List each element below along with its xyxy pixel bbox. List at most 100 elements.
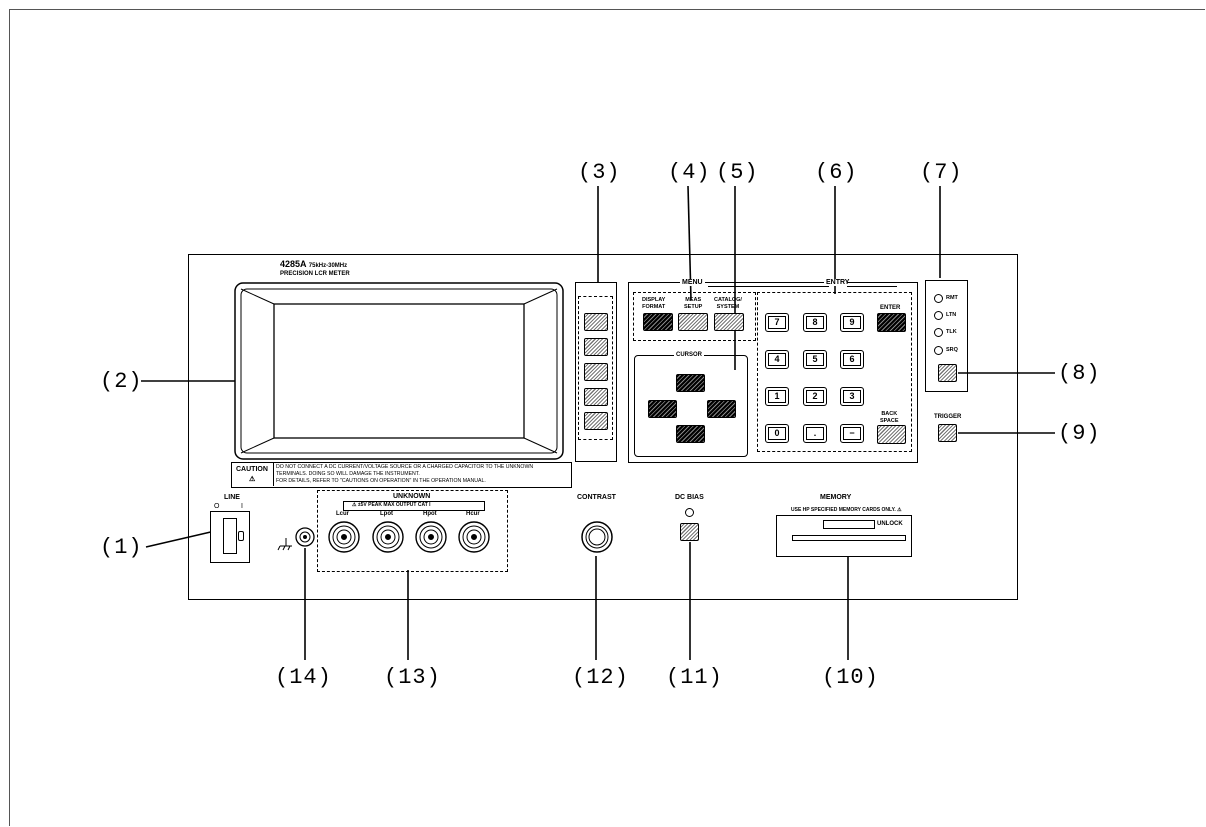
catalog-system-line-1: CATALOG/: [714, 297, 742, 303]
memory-card-slot[interactable]: [776, 515, 912, 557]
key-decimal[interactable]: .: [803, 424, 827, 443]
contrast-knob[interactable]: [580, 519, 614, 557]
display-format-line-2: FORMAT: [642, 304, 666, 310]
cursor-left-button[interactable]: [648, 400, 677, 418]
caution-line-2: TERMINALS. DOING SO WILL DAMAGE THE INST…: [276, 471, 420, 477]
caution-title: CAUTION: [236, 466, 268, 473]
callout-11: (11): [666, 665, 723, 690]
dc-bias-led: [685, 508, 694, 517]
frequency-range: 75kHz-30MHz: [308, 263, 348, 269]
key-0[interactable]: 0: [765, 424, 789, 443]
key-9[interactable]: 9: [840, 313, 864, 332]
ground-symbol-icon: [277, 538, 292, 551]
unknown-terminals-group: [317, 490, 508, 572]
memory-label: MEMORY: [820, 494, 852, 501]
leader-line-1: [145, 530, 216, 548]
key-5[interactable]: 5: [803, 350, 827, 369]
rmt-label: RMT: [946, 295, 958, 301]
back-space-button[interactable]: [877, 425, 906, 444]
front-panel: [188, 254, 1018, 600]
cursor-right-button[interactable]: [707, 400, 736, 418]
status-panel: [925, 280, 968, 392]
key-8[interactable]: 8: [803, 313, 827, 332]
line-power-switch[interactable]: [210, 511, 250, 563]
callout-8: (8): [1058, 361, 1101, 386]
key-3[interactable]: 3: [840, 387, 864, 406]
softkey-5[interactable]: [584, 412, 608, 430]
model-number: 4285A: [280, 259, 307, 269]
tlk-led: [934, 328, 943, 337]
trigger-label: TRIGGER: [934, 414, 962, 420]
callout-9: (9): [1058, 421, 1101, 446]
key-6[interactable]: 6: [840, 350, 864, 369]
callout-5: (5): [716, 160, 759, 185]
bnc-hpot[interactable]: [415, 521, 447, 553]
warning-icon: ⚠: [352, 502, 358, 508]
softkey-2[interactable]: [584, 338, 608, 356]
dc-bias-button[interactable]: [680, 523, 699, 541]
catalog-system-button[interactable]: [714, 313, 744, 331]
softkey-panel: [575, 282, 617, 462]
menu-entry-bracket: [708, 282, 829, 287]
ltn-label: LTN: [946, 312, 957, 318]
callout-13: (13): [384, 665, 441, 690]
menu-label: MENU: [680, 279, 705, 286]
bnc-lpot[interactable]: [372, 521, 404, 553]
display-format-button[interactable]: [643, 313, 673, 331]
entry-group: [757, 292, 912, 452]
meas-setup-label: MEAS SETUP: [684, 297, 702, 311]
enter-label: ENTER: [880, 305, 901, 311]
lcd-display: [234, 282, 564, 460]
ground-terminal[interactable]: [276, 524, 326, 554]
menu-group: [633, 292, 756, 341]
unknown-note-text: ±5V PEAK MAX OUTPUT CAT I: [357, 502, 431, 508]
terminal-label-lpot: Lpot: [380, 511, 393, 517]
caution-line-1: DO NOT CONNECT A DC CURRENT/VOLTAGE SOUR…: [276, 464, 534, 470]
back-space-line-2: SPACE: [880, 418, 899, 424]
key-1[interactable]: 1: [765, 387, 789, 406]
terminal-label-hpot: Hpot: [423, 511, 437, 517]
cursor-up-button[interactable]: [676, 374, 705, 392]
srq-label: SRQ: [946, 347, 958, 353]
callout-14: (14): [275, 665, 332, 690]
back-space-label: BACK SPACE: [880, 411, 899, 425]
rmt-led: [934, 294, 943, 303]
display-format-label: DISPLAY FORMAT: [642, 297, 665, 311]
unknown-note-box: [343, 501, 485, 511]
catalog-system-label: CATALOG/ SYSTEM: [714, 297, 742, 311]
warning-icon: ⚠: [895, 507, 902, 513]
softkey-group: [578, 296, 613, 440]
line-off-mark: O: [214, 503, 220, 510]
power-rocker: [223, 518, 237, 554]
trigger-button[interactable]: [938, 424, 957, 442]
memory-unlock-latch[interactable]: [823, 520, 875, 529]
key-7[interactable]: 7: [765, 313, 789, 332]
key-2[interactable]: 2: [803, 387, 827, 406]
entry-label: ENTRY: [824, 279, 852, 286]
softkey-3[interactable]: [584, 363, 608, 381]
page-frame: [9, 9, 1205, 826]
callout-7: (7): [920, 160, 963, 185]
cursor-down-button[interactable]: [676, 425, 705, 443]
key-4[interactable]: 4: [765, 350, 789, 369]
caution-strip: [231, 462, 572, 488]
power-rocker-mark: [238, 531, 244, 541]
ltn-led: [934, 311, 943, 320]
catalog-system-line-2: SYSTEM: [716, 304, 740, 310]
callout-3: (3): [578, 160, 621, 185]
key-minus[interactable]: −: [840, 424, 864, 443]
enter-button[interactable]: [877, 313, 906, 332]
contrast-label: CONTRAST: [577, 494, 616, 501]
meas-setup-button[interactable]: [678, 313, 708, 331]
memory-note-text: USE HP SPECIFIED MEMORY CARDS ONLY.: [791, 507, 896, 513]
bnc-lcur[interactable]: [328, 521, 360, 553]
bnc-terminal-row: [328, 521, 490, 553]
local-button[interactable]: [938, 364, 957, 382]
softkey-1[interactable]: [584, 313, 608, 331]
memory-unlock-label: UNLOCK: [877, 521, 903, 527]
softkey-4[interactable]: [584, 388, 608, 406]
cursor-label: CURSOR: [674, 352, 705, 359]
bnc-hcur[interactable]: [458, 521, 490, 553]
line-switch-label: LINE: [224, 494, 240, 501]
